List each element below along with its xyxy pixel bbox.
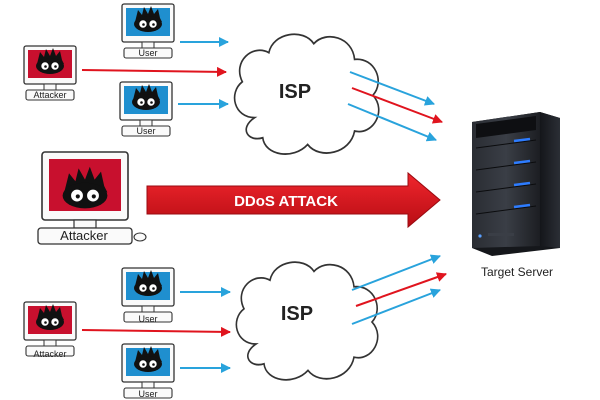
top-isp-cloud: ISP xyxy=(233,33,380,155)
user-label: User xyxy=(136,126,155,136)
user-traffic-arrow xyxy=(351,288,441,325)
isp-label: ISP xyxy=(281,303,313,325)
ddos-attack-arrow: DDoS ATTACK xyxy=(146,171,441,229)
isp-label: ISP xyxy=(279,81,311,103)
user-traffic-arrow xyxy=(349,71,435,106)
top-user-computer-1: User xyxy=(121,3,175,59)
attacker-label: Attacker xyxy=(33,90,66,100)
attack-traffic-arrow xyxy=(355,272,447,307)
user-label: User xyxy=(138,48,157,58)
main-attacker-computer: Attacker xyxy=(37,151,147,245)
target-server: Target Server xyxy=(472,112,560,279)
attack-traffic-arrow xyxy=(351,87,443,124)
user-traffic-arrow xyxy=(347,103,437,142)
attacker-label: Attacker xyxy=(60,228,108,243)
bottom-user-computer-1: User xyxy=(121,267,175,324)
top-user-computer-2: User xyxy=(119,81,173,137)
bottom-user-computer-2: User xyxy=(121,343,175,399)
top-attacker-computer: Attacker xyxy=(23,45,77,101)
user-label: User xyxy=(138,389,157,399)
user-traffic-arrow xyxy=(351,254,441,291)
server-icon xyxy=(472,112,560,256)
attack-traffic-arrow xyxy=(81,66,227,77)
attack-traffic-arrow xyxy=(81,326,231,337)
user-label: User xyxy=(138,314,157,324)
target-server-label: Target Server xyxy=(481,265,553,279)
bottom-attacker-computer: Attacker xyxy=(23,301,77,359)
ddos-attack-label: DDoS ATTACK xyxy=(234,193,338,210)
bottom-isp-cloud: ISP xyxy=(235,261,379,381)
attacker-label: Attacker xyxy=(33,349,66,359)
